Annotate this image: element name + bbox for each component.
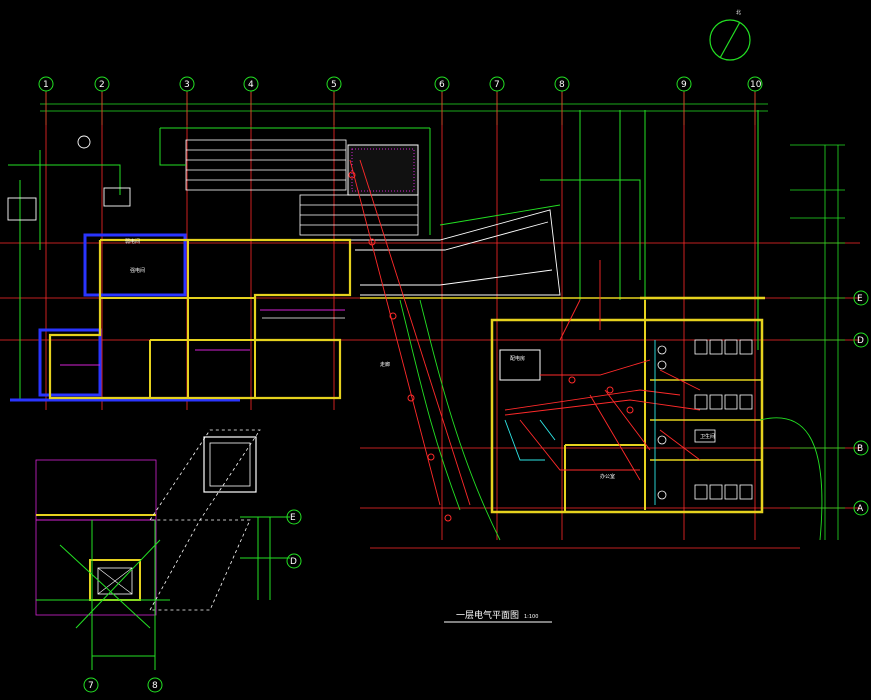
grid-bubbles-right: E D B A xyxy=(853,290,869,516)
small-labels: 弱电间 强电间 走廊 卫生间 办公室 配电房 xyxy=(125,238,715,480)
svg-text:2: 2 xyxy=(99,80,105,90)
left-building xyxy=(10,233,352,402)
right-dimension-chain xyxy=(790,144,845,540)
grid-bubble-4: 4 xyxy=(243,76,259,92)
svg-text:3: 3 xyxy=(184,80,190,90)
grid-bubble-5: 5 xyxy=(326,76,342,92)
grid-lines-horizontal xyxy=(0,242,860,549)
detail-bubble-7: 7 xyxy=(83,677,99,693)
room-label-6: 配电房 xyxy=(510,355,525,362)
detail-bubble-8: 8 xyxy=(147,677,163,693)
room-label-4: 卫生间 xyxy=(700,433,715,440)
detail-bubble-D: D xyxy=(286,553,302,569)
svg-text:D: D xyxy=(290,557,297,567)
svg-text:10: 10 xyxy=(750,80,762,90)
svg-text:D: D xyxy=(857,336,864,346)
cyan-wiring xyxy=(504,340,656,505)
fixture-nodes xyxy=(348,171,634,522)
svg-text:E: E xyxy=(857,294,863,304)
grid-bubble-D: D xyxy=(853,332,869,348)
grid-bubble-10: 10 xyxy=(747,76,763,92)
svg-text:4: 4 xyxy=(248,80,254,90)
right-building xyxy=(360,296,765,514)
svg-text:5: 5 xyxy=(331,80,337,90)
svg-text:6: 6 xyxy=(439,80,445,90)
svg-text:E: E xyxy=(290,513,296,523)
svg-text:8: 8 xyxy=(559,80,565,90)
top-dimension-chain xyxy=(40,91,768,125)
detail-view xyxy=(35,429,290,670)
svg-text:1: 1 xyxy=(43,80,49,90)
grid-bubble-8: 8 xyxy=(554,76,570,92)
svg-text:7: 7 xyxy=(494,80,500,90)
grid-bubble-2: 2 xyxy=(94,76,110,92)
grid-bubble-1: 1 xyxy=(38,76,54,92)
ramp-structure xyxy=(350,209,561,296)
svg-text:7: 7 xyxy=(88,681,94,691)
drawing-scale: 1:100 xyxy=(524,614,538,620)
red-wiring xyxy=(349,159,701,506)
room-label-5: 办公室 xyxy=(600,473,615,480)
grid-bubble-A: A xyxy=(853,500,869,516)
left-symbols xyxy=(7,135,131,221)
svg-text:9: 9 xyxy=(681,80,687,90)
grid-bubble-B: B xyxy=(853,440,869,456)
grid-bubbles-top: 1 2 3 4 5 6 7 8 9 10 xyxy=(38,76,763,92)
svg-text:8: 8 xyxy=(152,681,158,691)
room-label-1: 弱电间 xyxy=(125,238,140,245)
room-label-3: 走廊 xyxy=(380,361,390,368)
toilet-fixtures xyxy=(657,339,753,500)
drawing-title-block: 一层电气平面图 1:100 xyxy=(444,609,552,623)
room-label-2: 强电间 xyxy=(130,267,145,274)
grid-bubble-E: E xyxy=(853,290,869,306)
north-label: 北 xyxy=(736,9,741,16)
svg-text:B: B xyxy=(857,444,863,454)
grid-bubble-9: 9 xyxy=(676,76,692,92)
grid-bubble-7: 7 xyxy=(489,76,505,92)
hatched-shaft xyxy=(347,144,419,196)
green-lines xyxy=(8,110,759,400)
svg-text:A: A xyxy=(857,504,864,514)
detail-bubbles: 7 8 E D xyxy=(83,509,302,693)
grid-bubble-6: 6 xyxy=(434,76,450,92)
grid-bubble-3: 3 xyxy=(179,76,195,92)
detail-bubble-E: E xyxy=(286,509,302,525)
north-arrow: 北 xyxy=(709,9,751,61)
site-curves xyxy=(399,204,823,541)
drawing-title: 一层电气平面图 xyxy=(456,609,519,621)
